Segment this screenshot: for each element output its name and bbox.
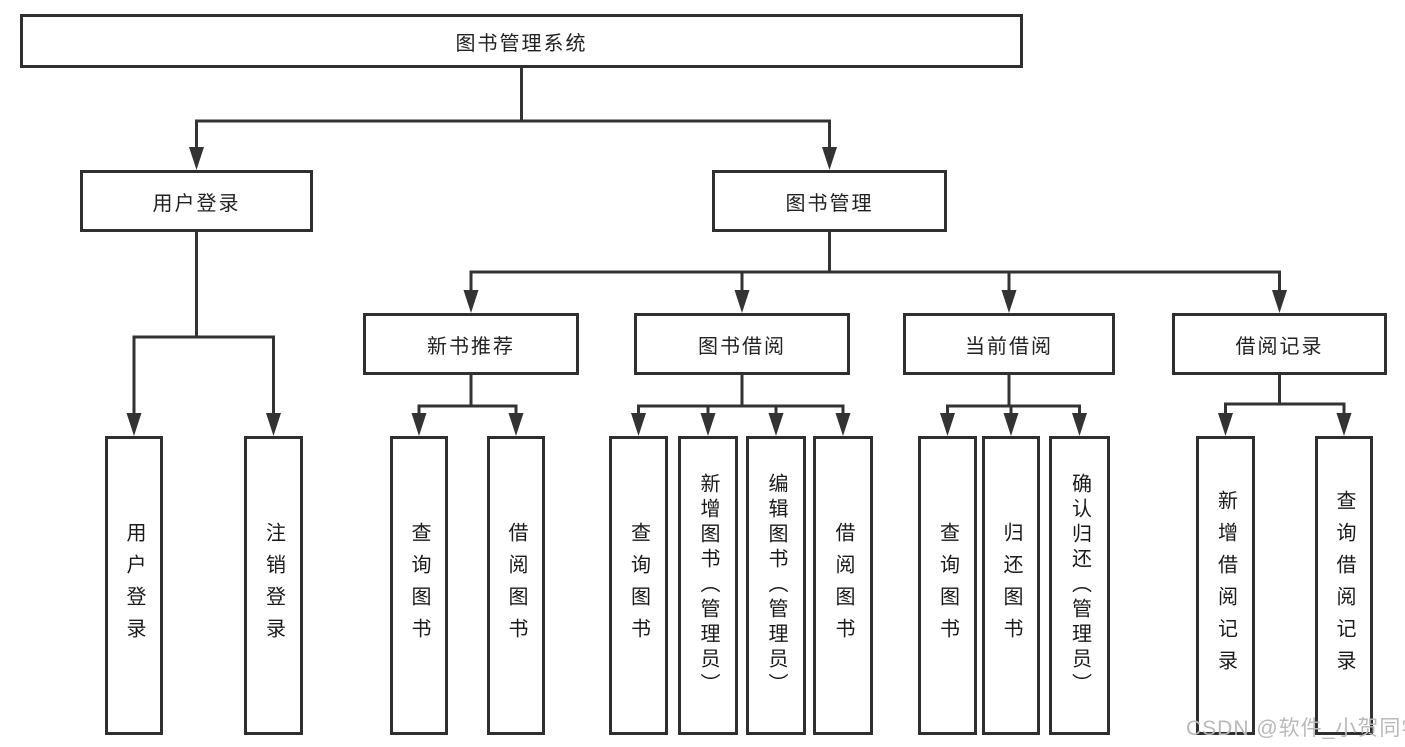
node-label: 图书管理 xyxy=(785,192,874,215)
leaf-edit-books-admin: 编辑图书（管理员） xyxy=(746,436,806,735)
node-label: 注销登录 xyxy=(262,521,285,650)
node-label: 新书推荐 xyxy=(427,335,515,358)
leaf-query-books-borrowing: 查询图书 xyxy=(609,436,668,735)
node-current-borrowing: 当前借阅 xyxy=(903,313,1115,375)
node-label: 确认归还（管理员） xyxy=(1068,473,1091,698)
node-label: 借阅记录 xyxy=(1235,335,1324,358)
leaf-add-books-admin: 新增图书（管理员） xyxy=(678,436,738,735)
node-label: 归还图书 xyxy=(1000,521,1022,650)
leaf-return-books: 归还图书 xyxy=(982,436,1040,735)
leaf-borrow-books-borrowing: 借阅图书 xyxy=(813,436,873,735)
node-library-management-system: 图书管理系统 xyxy=(20,14,1023,68)
csdn-watermark: CSDN @软件_小贺同学 xyxy=(1186,717,1405,740)
leaf-logout: 注销登录 xyxy=(244,436,303,735)
node-label: 新增图书（管理员） xyxy=(697,473,719,698)
node-label: 图书管理系统 xyxy=(455,32,588,55)
node-label: 用户登录 xyxy=(152,192,241,215)
node-label: 借阅图书 xyxy=(505,521,527,650)
node-user-login: 用户登录 xyxy=(80,170,313,232)
node-label: 查询借阅记录 xyxy=(1333,489,1355,682)
node-book-management: 图书管理 xyxy=(712,170,947,232)
leaf-user-login: 用户登录 xyxy=(105,436,163,735)
leaf-query-books-recommend: 查询图书 xyxy=(390,436,448,735)
node-label: 查询图书 xyxy=(627,521,650,650)
node-label: 新增借阅记录 xyxy=(1214,489,1237,682)
node-borrowing-records: 借阅记录 xyxy=(1172,313,1387,375)
node-book-borrowing: 图书借阅 xyxy=(634,313,850,375)
leaf-query-borrow-record: 查询借阅记录 xyxy=(1315,436,1373,735)
node-label: 图书借阅 xyxy=(698,335,786,358)
node-label: 查询图书 xyxy=(408,521,430,650)
leaf-confirm-return-admin: 确认归还（管理员） xyxy=(1049,436,1110,735)
node-label: 用户登录 xyxy=(123,521,145,650)
node-new-book-recommend: 新书推荐 xyxy=(363,313,579,375)
leaf-query-books-current: 查询图书 xyxy=(918,436,977,735)
node-label: 查询图书 xyxy=(936,521,959,650)
leaf-borrow-books-recommend: 借阅图书 xyxy=(487,436,545,735)
arrowhead-icons xyxy=(126,147,1352,436)
leaf-add-borrow-record: 新增借阅记录 xyxy=(1196,436,1255,735)
node-label: 当前借阅 xyxy=(965,335,1053,358)
node-label: 借阅图书 xyxy=(832,521,854,650)
node-label: 编辑图书（管理员） xyxy=(765,473,787,698)
